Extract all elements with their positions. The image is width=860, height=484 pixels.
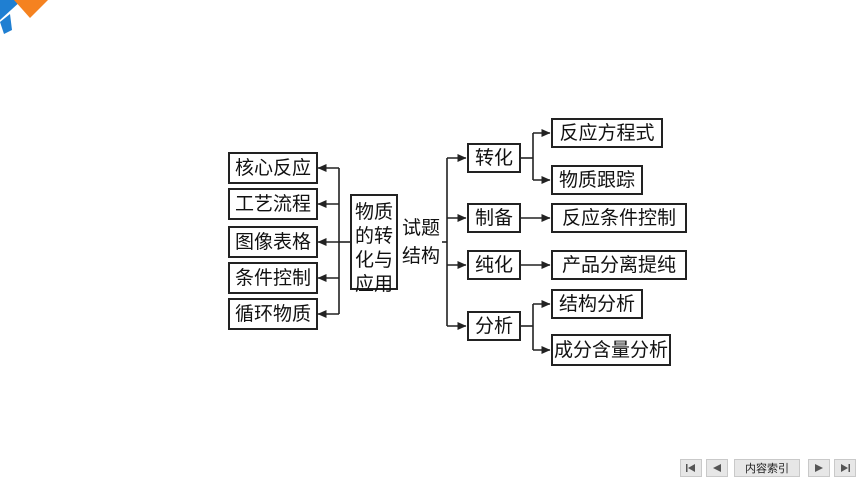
leaf-label: 反应方程式: [559, 121, 655, 144]
leaf-reaction-equation: 反应方程式: [551, 118, 663, 148]
first-page-button[interactable]: [680, 459, 702, 477]
branch-label: 分析: [474, 314, 513, 337]
topic-line-2: 结构: [402, 245, 441, 267]
next-page-button[interactable]: [808, 459, 830, 477]
leaf-label: 物质跟踪: [558, 168, 635, 191]
leaf-product-separation: 产品分离提纯: [551, 250, 687, 280]
first-page-icon: [686, 464, 695, 472]
next-page-icon: [815, 464, 823, 472]
content-index-label: 内容索引: [745, 462, 789, 475]
branch-label: 制备: [474, 206, 513, 229]
branch-conversion: 转化: [467, 143, 521, 173]
left-item-label: 条件控制: [234, 266, 311, 289]
branch-label: 转化: [474, 146, 513, 169]
prev-page-button[interactable]: [706, 459, 728, 477]
branch-analysis: 分析: [467, 311, 521, 341]
leaf-reaction-condition-control: 反应条件控制: [551, 203, 687, 233]
leaf-label: 产品分离提纯: [561, 253, 676, 276]
center-topic-box: 物质 的转 化与 应用: [350, 194, 398, 295]
last-page-button[interactable]: [834, 459, 856, 477]
leaf-label: 结构分析: [558, 292, 635, 315]
left-item-label: 核心反应: [234, 156, 311, 179]
leaf-label: 反应条件控制: [561, 206, 676, 229]
leaf-label: 成分含量分析: [553, 338, 668, 361]
branch-label: 纯化: [474, 253, 513, 276]
left-item-process-flow: 工艺流程: [228, 188, 318, 220]
corner-logo: [0, 0, 48, 34]
topic-line-1: 试题: [402, 217, 441, 239]
left-item-label: 图像表格: [234, 230, 311, 253]
branch-purification: 纯化: [467, 250, 521, 280]
left-item-label: 工艺流程: [234, 192, 311, 215]
last-page-icon: [841, 464, 850, 472]
left-item-condition-control: 条件控制: [228, 262, 318, 294]
leaf-substance-tracking: 物质跟踪: [551, 165, 643, 195]
center-line-1: 物质: [354, 201, 393, 223]
center-line-2: 的转: [354, 225, 393, 247]
left-item-core-reaction: 核心反应: [228, 152, 318, 184]
left-item-cycle-substance: 循环物质: [228, 298, 318, 330]
left-item-graph-table: 图像表格: [228, 226, 318, 258]
topic-label: 试题 结构: [402, 214, 440, 270]
leaf-composition-analysis: 成分含量分析: [551, 334, 671, 366]
branch-preparation: 制备: [467, 203, 521, 233]
center-line-4: 应用: [354, 273, 393, 295]
center-line-3: 化与: [354, 249, 393, 271]
content-index-button[interactable]: 内容索引: [734, 459, 800, 477]
left-item-label: 循环物质: [234, 302, 311, 325]
leaf-structure-analysis: 结构分析: [551, 289, 643, 319]
prev-page-icon: [713, 464, 721, 472]
